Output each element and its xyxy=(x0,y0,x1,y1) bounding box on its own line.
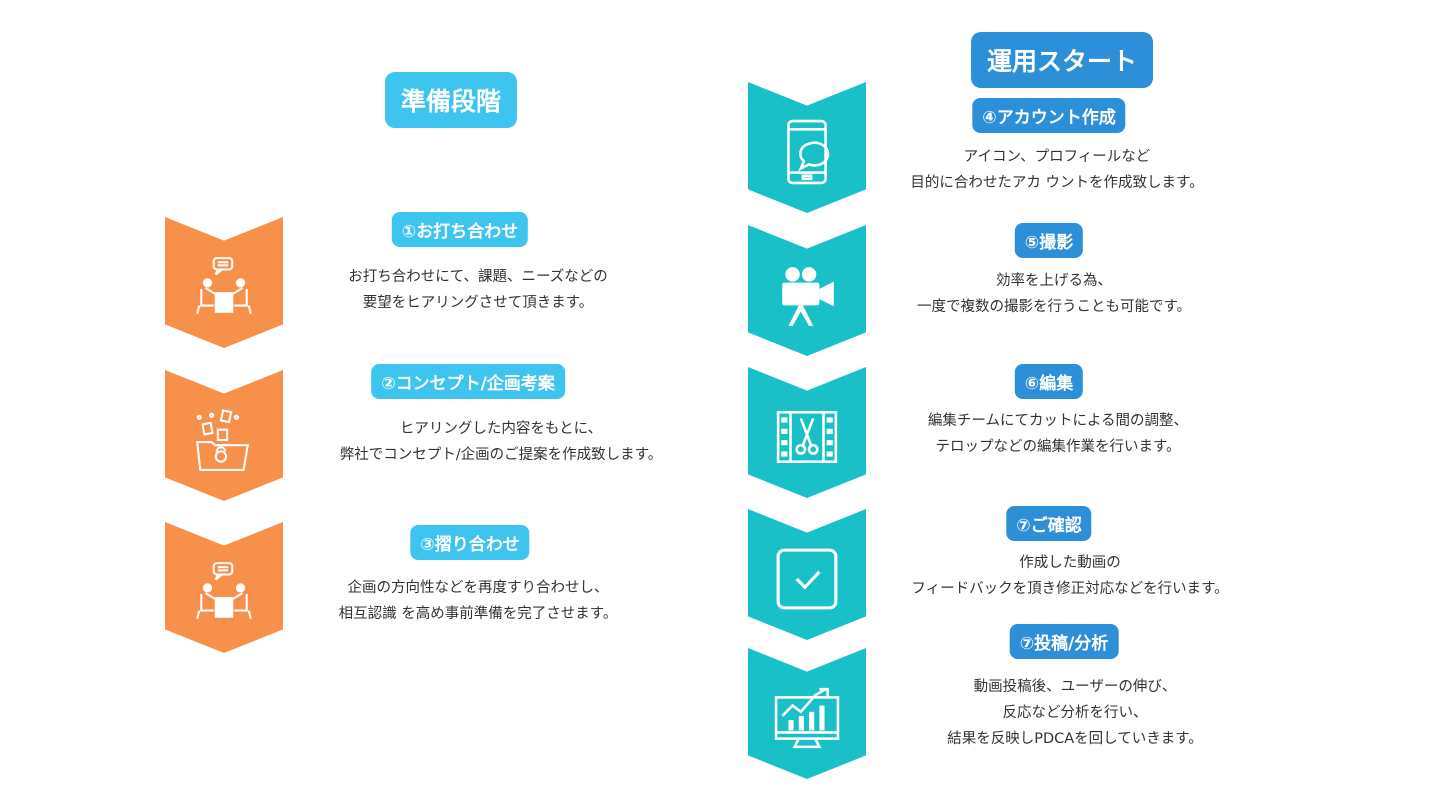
desc-line: お打ち合わせにて、課題、ニーズなどの xyxy=(348,269,608,285)
step-1-label: ①お打ち合わせ xyxy=(391,212,529,247)
meeting-icon xyxy=(196,561,252,619)
step-3-chevron xyxy=(165,522,283,653)
desc-line: フィードバックを頂き修正対応などを行います。 xyxy=(911,581,1229,597)
step-5-desc: 効率を上げる為、一度で複数の撮影を行うことも可能です。 xyxy=(917,268,1191,320)
step-4-desc: アイコン、プロフィールなど目的に合わせたアカ ウントを作成致します。 xyxy=(910,144,1203,196)
step-6-desc: 編集チームにてカットによる間の調整、テロップなどの編集作業を行います。 xyxy=(928,408,1188,460)
step-2-desc: ヒアリングした内容をもとに、弊社でコンセプト/企画のご提案を作成致します。 xyxy=(340,416,662,468)
desc-line: 効率を上げる為、 xyxy=(996,273,1112,289)
step-7-label: ⑦ご確認 xyxy=(1006,506,1092,541)
desc-line: テロップなどの編集作業を行います。 xyxy=(935,439,1181,455)
step-2-label: ②コンセプト/企画考案 xyxy=(371,364,565,399)
folder-idea-icon xyxy=(196,408,249,471)
step-7-desc: 作成した動画のフィードバックを頂き修正対応などを行います。 xyxy=(911,550,1228,602)
desc-line: 反応など分析を行い、 xyxy=(1002,705,1148,721)
desc-line: 要望をヒアリングさせて頂きます。 xyxy=(362,295,594,311)
step-2-chevron xyxy=(165,370,283,501)
step-4-chevron xyxy=(748,82,866,213)
desc-line: アイコン、プロフィールなど xyxy=(963,149,1151,165)
video-camera-icon xyxy=(782,266,834,326)
step-5-chevron xyxy=(748,225,866,356)
desc-line: ヒアリングした内容をもとに、 xyxy=(399,421,603,437)
prep-title: 準備段階 xyxy=(384,72,518,128)
desc-line: 企画の方向性などを再度すり合わせし、 xyxy=(347,580,609,596)
step-3-desc: 企画の方向性などを再度すり合わせし、相互認識 を高め事前準備を完了させます。 xyxy=(339,575,618,627)
smartphone-chat-icon xyxy=(787,119,830,184)
desc-line: 相互認識 を高め事前準備を完了させます。 xyxy=(338,606,618,622)
step-1-desc: お打ち合わせにて、課題、ニーズなどの要望をヒアリングさせて頂きます。 xyxy=(348,264,608,316)
analytics-monitor-icon xyxy=(774,687,840,748)
checkbox-icon xyxy=(776,548,838,609)
desc-line: 動画投稿後、ユーザーの伸び、 xyxy=(973,679,1177,695)
ops-title: 運用スタート xyxy=(970,32,1154,88)
desc-line: 結果を反映しPDCAを回していきます。 xyxy=(947,731,1203,747)
desc-line: 弊社でコンセプト/企画のご提案を作成致します。 xyxy=(339,447,663,463)
meeting-icon xyxy=(196,256,252,314)
desc-line: 編集チームにてカットによる間の調整、 xyxy=(927,413,1189,429)
step-3-label: ③摺り合わせ xyxy=(410,525,530,560)
step-8-desc: 動画投稿後、ユーザーの伸び、反応など分析を行い、結果を反映しPDCAを回していき… xyxy=(947,674,1203,752)
film-scissors-icon xyxy=(776,410,838,463)
step-5-label: ⑤撮影 xyxy=(1014,223,1084,258)
step-6-label: ⑥編集 xyxy=(1014,364,1084,399)
desc-line: 一度で複数の撮影を行うことも可能です。 xyxy=(916,299,1192,315)
step-7-chevron xyxy=(748,509,866,640)
step-6-chevron xyxy=(748,367,866,498)
step-4-label: ④アカウント作成 xyxy=(972,98,1126,133)
step-1-chevron xyxy=(165,217,283,348)
step-8-label: ⑦投稿/分析 xyxy=(1009,624,1119,659)
step-8-chevron xyxy=(748,648,866,779)
desc-line: 目的に合わせたアカ ウントを作成致します。 xyxy=(910,175,1204,191)
desc-line: 作成した動画の xyxy=(1019,555,1121,571)
